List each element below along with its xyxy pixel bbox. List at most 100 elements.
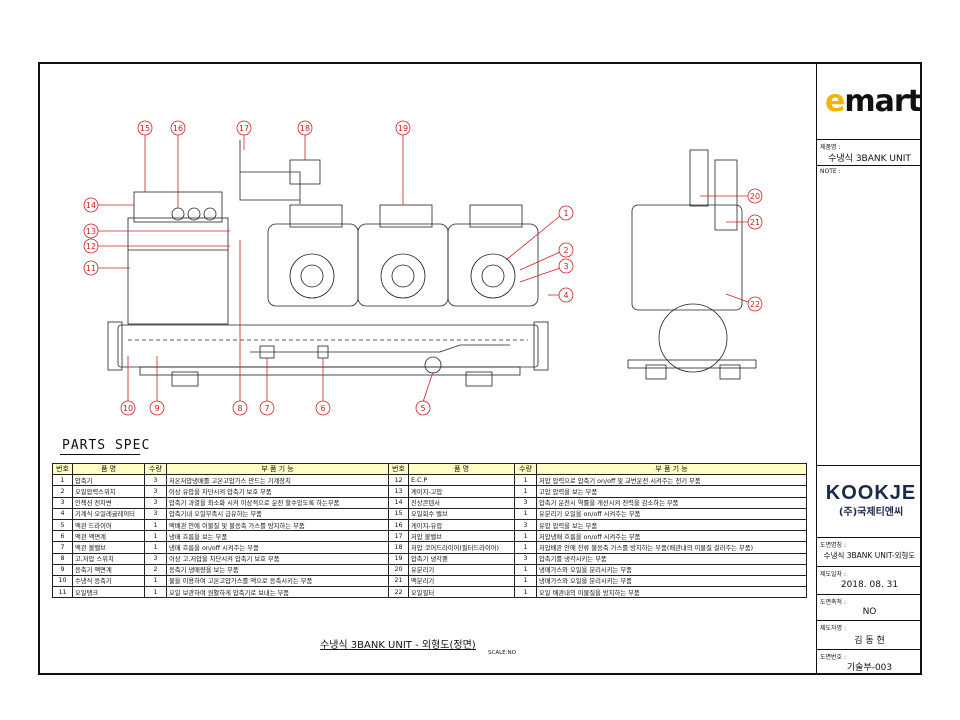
cell-no: 17 [388, 530, 409, 543]
cell-name: 액관 드라이어 [72, 518, 145, 532]
callout-18 [297, 120, 313, 160]
callout-label-12: 12 [86, 242, 96, 251]
cell-no: 10 [52, 574, 73, 588]
cell-qty: 1 [514, 530, 537, 543]
col-header-name: 품 명 [72, 462, 145, 476]
cell-function: 저압배관 안에 잔류 불응축 가스를 방지하는 부품(배관내의 이물질 걸러주는… [536, 541, 807, 554]
callout-label-2: 2 [563, 246, 568, 255]
callout-label-20: 20 [750, 192, 760, 201]
oil-separator [689, 149, 709, 207]
callout-label-10: 10 [123, 404, 133, 413]
callout-label-16: 16 [173, 124, 183, 133]
cell-qty: 3 [514, 496, 537, 509]
col-header-function: 부 품 기 능 [166, 462, 389, 476]
callout-17 [236, 120, 252, 150]
cell-qty: 3 [144, 474, 167, 487]
date-label: 제도일자 : [820, 571, 847, 578]
brand-cell: emart [817, 62, 922, 140]
cell-no: 11 [52, 586, 73, 599]
cell-no: 6 [52, 530, 73, 543]
callout-label-17: 17 [239, 124, 249, 133]
number-cell: 도면번호 : 기술부-003 [817, 650, 922, 675]
cell-no: 22 [388, 586, 409, 599]
callout-1 [505, 205, 574, 261]
callout-label-4: 4 [563, 291, 568, 300]
cell-name: 수냉식 응축기 [72, 574, 145, 588]
cell-qty: 1 [144, 530, 167, 543]
unit-drawing: 1 2 3 4 5 6 7 8 9 10 11 12 13 14 15 16 1… [83, 120, 763, 416]
cell-qty: 3 [144, 507, 167, 520]
cell-name: 유분리기 [408, 563, 515, 576]
callout-label-14: 14 [86, 201, 96, 210]
product-cell: 제품명 : 수냉식 3BANK UNIT [817, 140, 922, 166]
cell-qty: 1 [514, 507, 537, 520]
cell-function: 액배관 안에 이물질 및 불응축 가스를 방지하는 부품 [166, 518, 389, 532]
cell-no: 18 [388, 541, 409, 554]
callout-9 [149, 356, 165, 416]
cell-function: 냉매가스와 오일을 분리시키는 부품 [536, 574, 807, 588]
cell-name: 오일회수 밸브 [408, 507, 515, 520]
cell-no: 5 [52, 518, 73, 532]
kookje-logo: KOOKJE (주)국제티엔씨 [821, 482, 921, 518]
callouts [83, 120, 763, 416]
cell-no: 12 [388, 474, 409, 487]
callout-21 [726, 214, 763, 230]
cell-qty: 3 [514, 518, 537, 532]
col-header-no: 번호 [52, 462, 73, 476]
cell-qty: 1 [514, 485, 537, 498]
table-header-row: 번호 품 명 수량 부 품 기 능 번호 품 명 수량 부 품 기 능 [52, 462, 807, 476]
callout-2 [519, 242, 574, 271]
cell-function: 냉매 흐름을 보는 부품 [166, 530, 389, 543]
cell-name: 저압 볼밸브 [408, 530, 515, 543]
col-header-qty: 수량 [514, 462, 537, 476]
cell-function: 압축기 과열을 최소화 시켜 이상적으로 운전 할수있도록 하는부품 [166, 496, 389, 509]
cell-qty: 3 [144, 485, 167, 498]
callout-5 [415, 371, 434, 416]
compressor-3 [447, 204, 539, 307]
cell-function: 오일 보관하여 원활하게 압축기로 보내는 부품 [166, 586, 389, 599]
cell-function: 저압 압력으로 압축기 on/off 및 교번운전 시켜주는 전기 부품 [536, 474, 807, 487]
callout-label-22: 22 [750, 300, 760, 309]
cell-name: 오일압력스위치 [72, 485, 145, 498]
drawing-name-label: 도면명칭 : [820, 542, 847, 549]
cell-name: 게이지-고압 [408, 485, 515, 498]
col-header-qty: 수량 [144, 462, 167, 476]
cell-name: 고,저압 스위치 [72, 552, 145, 565]
foot-right [465, 371, 493, 387]
callout-16 [170, 120, 186, 208]
cell-name: 오일탱크 [72, 586, 145, 599]
cell-function: 이상 고,저압을 차단시켜 압축기 보호 부품 [166, 552, 389, 565]
callout-10 [120, 356, 136, 416]
callout-22 [725, 293, 763, 312]
callout-label-21: 21 [750, 218, 760, 227]
cell-function: 저압냉매 흐름을 on/off 시켜주는 부품 [536, 530, 807, 543]
liquid-separator [714, 159, 738, 231]
cell-qty: 3 [144, 496, 167, 509]
drafter-value: 김 동 현 [854, 636, 885, 646]
cell-qty: 1 [514, 541, 537, 554]
product-value: 수냉식 3BANK UNIT [828, 154, 911, 164]
callout-label-11: 11 [86, 264, 96, 273]
cell-name: 압축기 냉각팬 [408, 552, 515, 565]
compressor-2 [357, 204, 449, 307]
cell-function: 압축기 운전시 역률을 개선시켜 전력을 감소하는 부품 [536, 496, 807, 509]
liquid-line [250, 344, 510, 353]
cell-qty: 2 [144, 563, 167, 576]
drafter-cell: 제도자명 : 김 동 현 [817, 621, 922, 650]
date-value: 2018. 08. 31 [840, 580, 899, 590]
callout-13 [83, 223, 230, 239]
scale-cell: 도면축척 : NO [817, 595, 922, 621]
company-cell: KOOKJE (주)국제티엔씨 [817, 466, 922, 538]
callout-label-7: 7 [264, 404, 269, 413]
callout-11 [83, 260, 130, 276]
cell-no: 7 [52, 541, 73, 554]
cell-name: 액관 액면계 [72, 530, 145, 543]
